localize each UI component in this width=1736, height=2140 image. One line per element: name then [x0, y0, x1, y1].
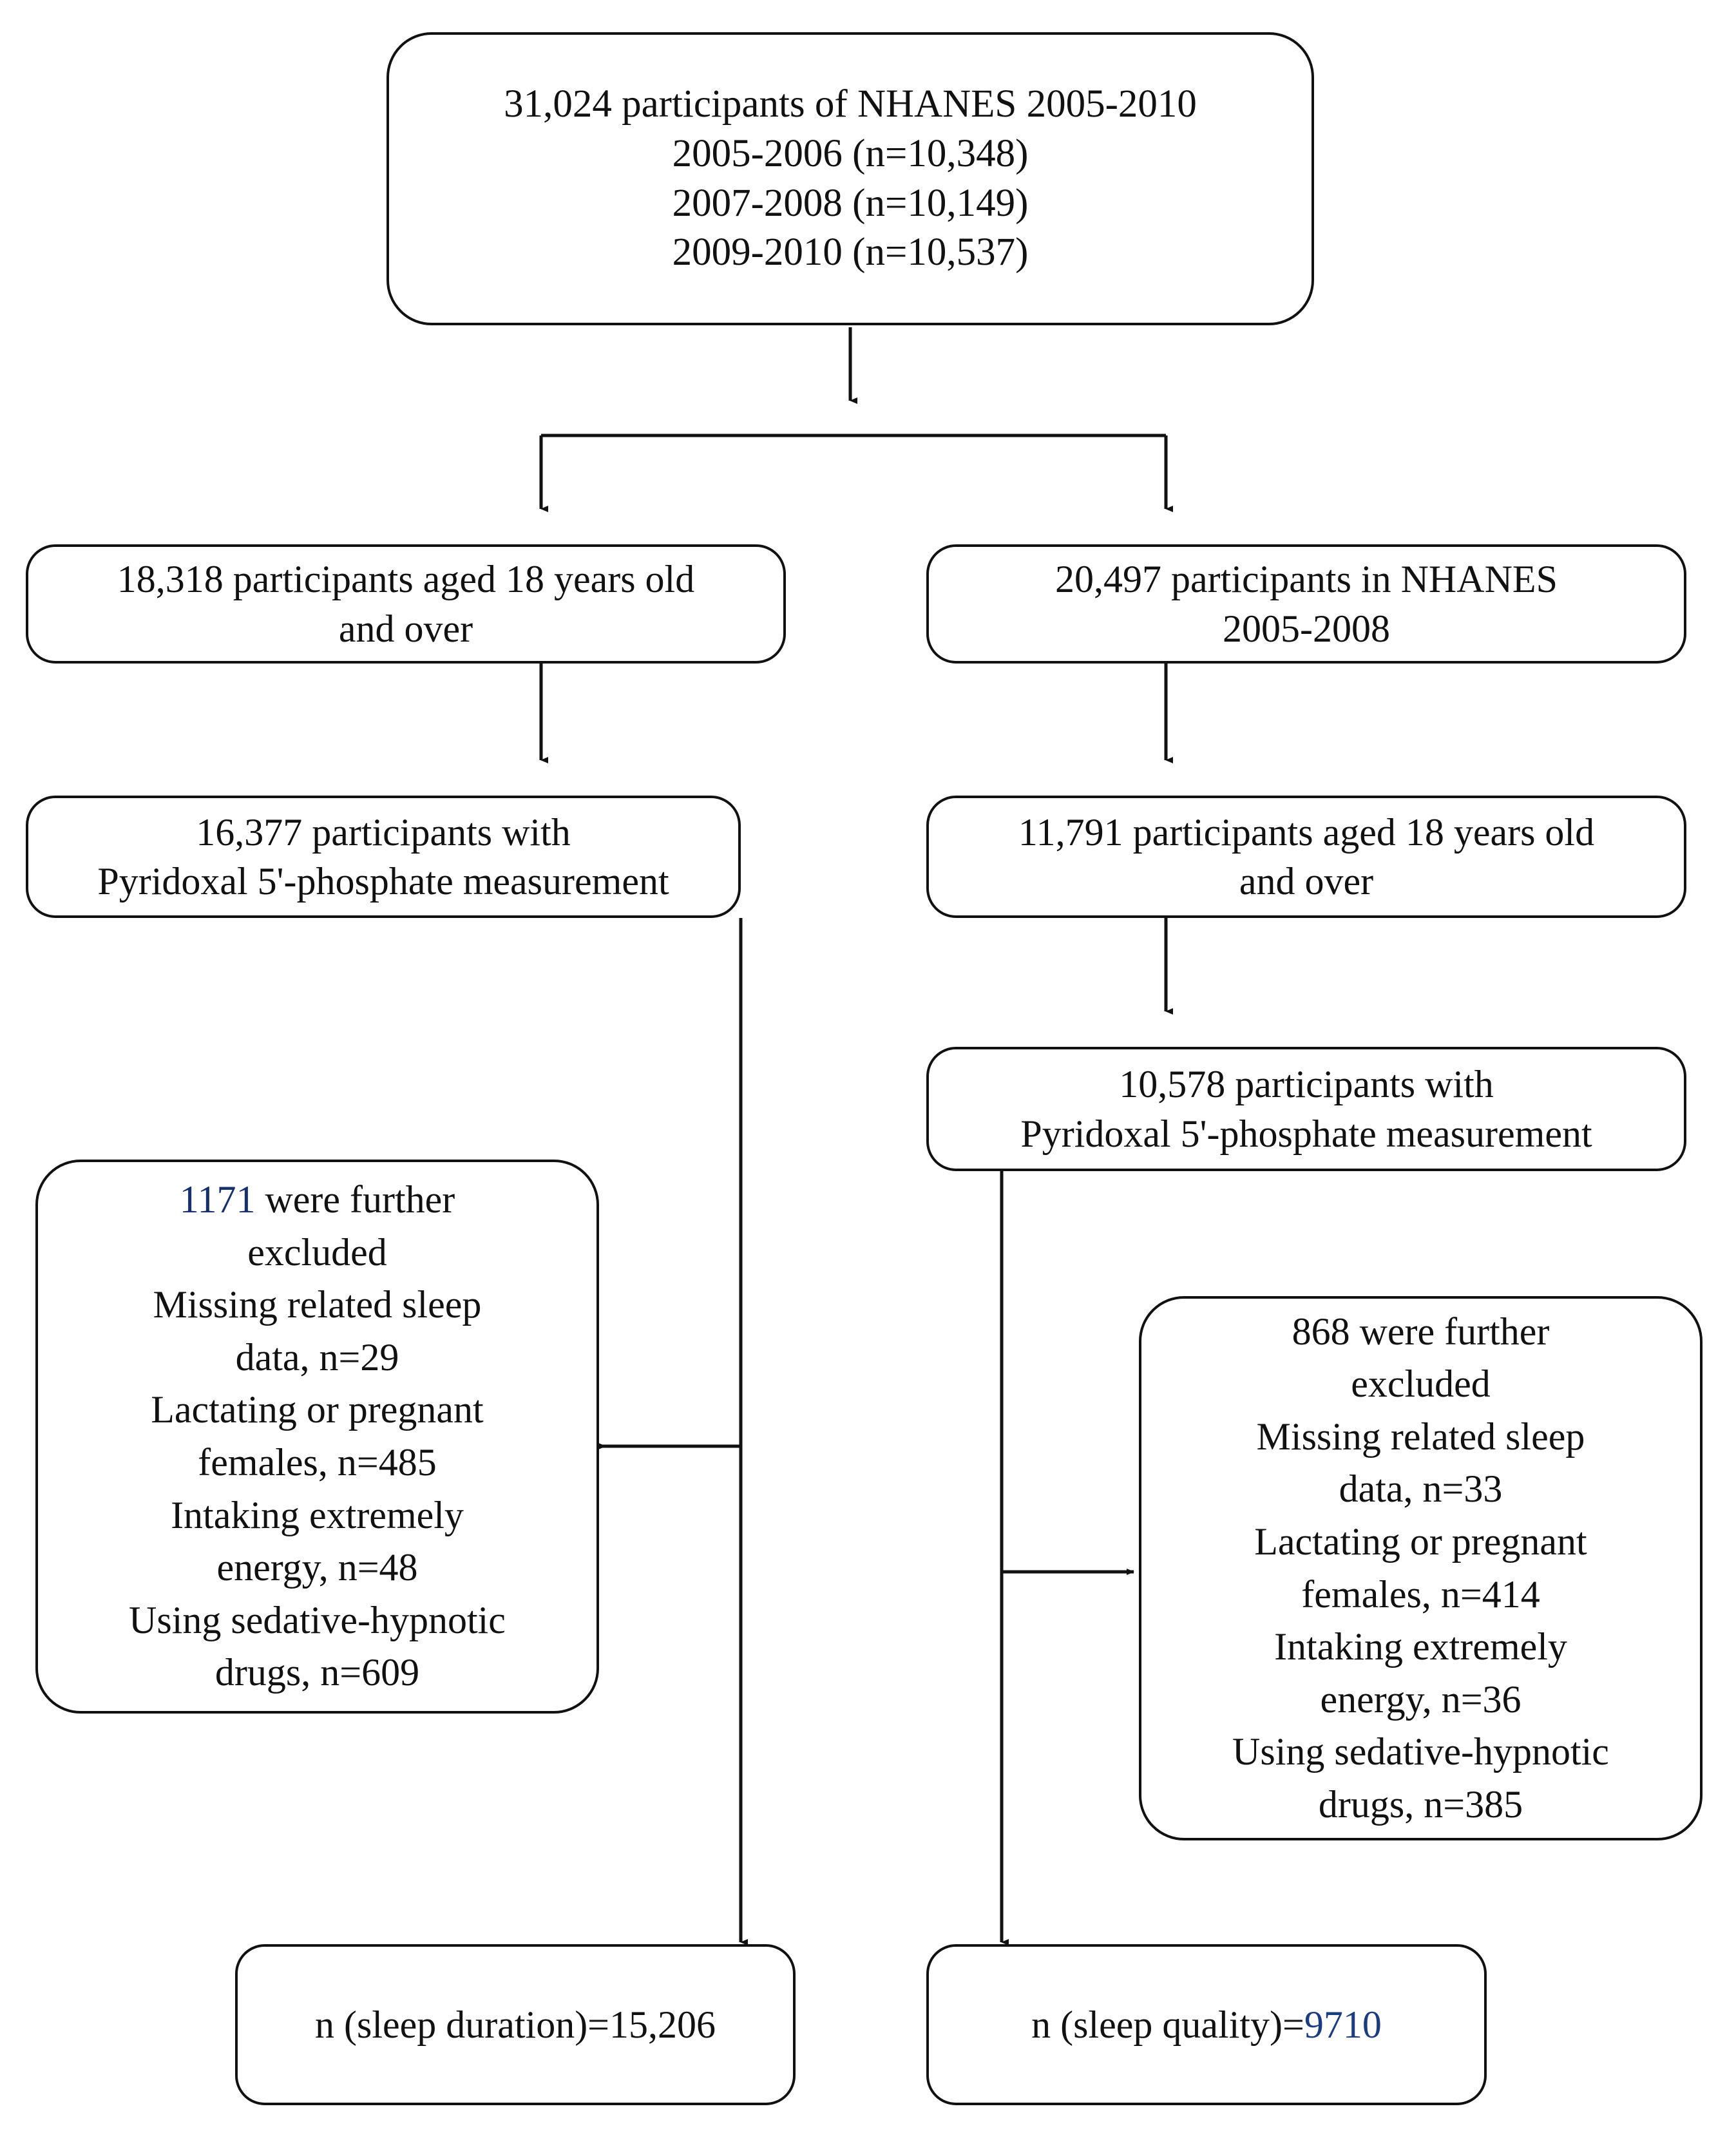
node-right-excluded-line-6: Intaking extremely: [1274, 1625, 1567, 1668]
node-left-excluded-line-9: drugs, n=609: [215, 1651, 420, 1694]
node-right-age-line-1: 11,791 participants aged 18 years old: [1018, 810, 1595, 854]
outcome-left-value: 15,206: [609, 2003, 716, 2046]
node-left-plp-measurement: 16,377 participants with Pyridoxal 5'-ph…: [26, 796, 741, 918]
node-right-cycle-line-2: 2005-2008: [1223, 607, 1390, 650]
right-excluded-count: 868: [1292, 1310, 1350, 1353]
node-left-excluded-line-8: Using sedative-hypnotic: [129, 1598, 506, 1641]
node-source-line-3: 2007-2008 (n=10,149): [672, 181, 1029, 225]
node-right-excluded-line-7: energy, n=36: [1320, 1677, 1521, 1721]
outcome-right-text: n (sleep quality)=9710: [940, 2000, 1473, 2049]
node-left-age-line-2: and over: [338, 607, 473, 650]
node-source-line-2: 2005-2006 (n=10,348): [672, 131, 1029, 175]
connector-left-trunk: [598, 918, 748, 1945]
node-right-age-line-2: and over: [1239, 860, 1374, 903]
node-right-age-18-over: 11,791 participants aged 18 years old an…: [926, 796, 1686, 918]
outcome-left-text: n (sleep duration)=15,206: [249, 2000, 781, 2049]
right-excluded-heading-rest: were further: [1350, 1310, 1550, 1353]
node-right-nhanes-2005-2008: 20,497 participants in NHANES 2005-2008: [926, 544, 1686, 664]
node-right-excluded-line-9: drugs, n=385: [1318, 1782, 1523, 1826]
node-source-line-1: 31,024 participants of NHANES 2005-2010: [504, 82, 1197, 126]
node-left-excluded-heading: 1171 were further: [50, 1174, 585, 1227]
outcome-left-prefix: n (sleep duration)=: [314, 2003, 610, 2046]
node-right-plp-measurement: 10,578 participants with Pyridoxal 5'-ph…: [926, 1047, 1686, 1171]
node-right-excluded-heading: 868 were further: [1153, 1306, 1688, 1359]
outcome-right-prefix: n (sleep quality)=: [1031, 2003, 1304, 2046]
node-left-excluded-line-4: Lactating or pregnant: [151, 1388, 484, 1431]
node-outcome-sleep-duration: n (sleep duration)=15,206: [235, 1944, 796, 2105]
node-outcome-sleep-quality: n (sleep quality)=9710: [926, 1944, 1487, 2105]
node-left-excluded-line-3: data, n=29: [235, 1335, 399, 1379]
node-right-excluded-line-4: Lactating or pregnant: [1254, 1520, 1587, 1563]
connector-source-to-split: [539, 327, 1173, 512]
node-source-population: 31,024 participants of NHANES 2005-2010 …: [386, 32, 1314, 325]
node-right-excluded-line-5: females, n=414: [1301, 1572, 1540, 1616]
left-excluded-count: 1171: [179, 1178, 256, 1221]
node-source-line-4: 2009-2010 (n=10,537): [672, 231, 1029, 274]
node-left-excluded-line-5: females, n=485: [198, 1441, 437, 1484]
left-excluded-heading-rest: were further: [255, 1178, 455, 1221]
node-left-excluded-line-7: energy, n=48: [216, 1546, 418, 1589]
node-left-excluded-line-2: Missing related sleep: [153, 1283, 482, 1326]
node-left-excluded-line-1: excluded: [247, 1230, 387, 1274]
node-right-excluded-line-1: excluded: [1351, 1362, 1491, 1406]
node-left-age-line-1: 18,318 participants aged 18 years old: [117, 558, 695, 601]
node-right-plp-line-2: Pyridoxal 5'-phosphate measurement: [1020, 1112, 1592, 1155]
node-right-exclusions: 868 were further excluded Missing relate…: [1139, 1296, 1703, 1840]
node-left-age-18-over: 18,318 participants aged 18 years old an…: [26, 544, 786, 664]
node-right-excluded-line-2: Missing related sleep: [1256, 1415, 1585, 1458]
node-left-excluded-line-6: Intaking extremely: [171, 1493, 464, 1536]
node-right-excluded-line-3: data, n=33: [1339, 1467, 1503, 1511]
node-right-plp-line-1: 10,578 participants with: [1119, 1063, 1494, 1106]
node-left-exclusions: 1171 were further excluded Missing relat…: [35, 1160, 599, 1714]
node-left-plp-line-1: 16,377 participants with: [196, 810, 571, 854]
node-right-cycle-line-1: 20,497 participants in NHANES: [1055, 558, 1558, 601]
node-left-plp-line-2: Pyridoxal 5'-phosphate measurement: [97, 860, 669, 903]
connector-right-trunk: [1000, 1171, 1134, 1945]
node-right-excluded-line-8: Using sedative-hypnotic: [1232, 1730, 1609, 1773]
outcome-right-value: 9710: [1304, 2003, 1382, 2046]
